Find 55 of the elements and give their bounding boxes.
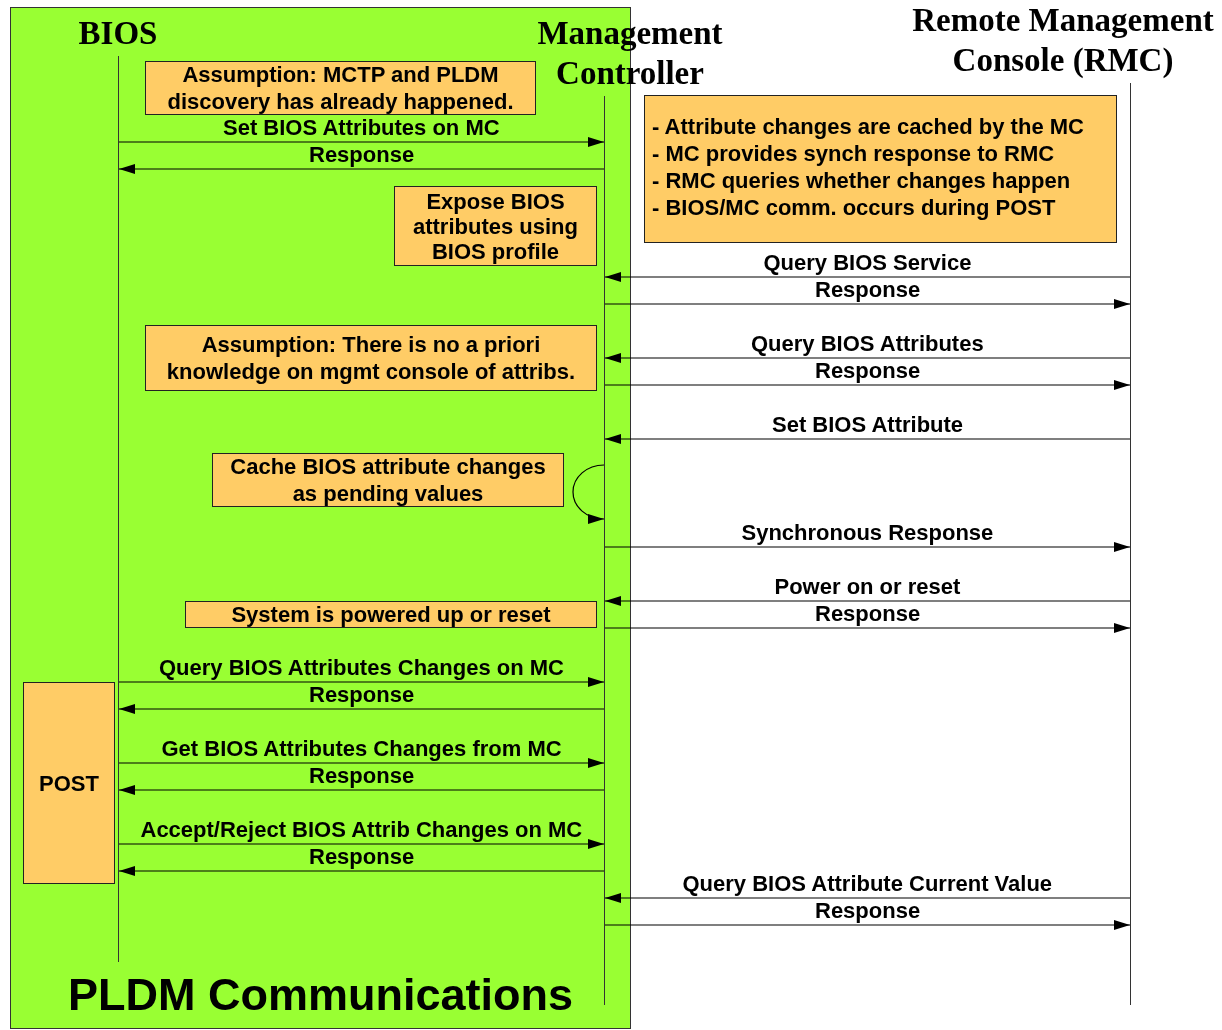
message-arrow: [118, 677, 605, 687]
message-arrow: [604, 380, 1131, 390]
list-item: - RMC queries whether changes happen: [652, 167, 1072, 194]
message-label: Power on or reset: [774, 576, 961, 598]
note-box: Assumption: MCTP and PLDM discovery has already happened.: [145, 61, 536, 115]
message-arrow: [118, 137, 605, 147]
note-box: Assumption: There is no a priori knowledge on mgmt console of attribs.: [145, 325, 597, 391]
message-label: Query BIOS Attribute Current Value: [682, 873, 1053, 895]
message-label: Set BIOS Attributes on MC: [223, 117, 500, 139]
message-arrow: [604, 434, 1131, 444]
participant-heading: Remote Management Console (RMC): [911, 1, 1215, 80]
message-label: Response: [309, 684, 415, 706]
message-label: Set BIOS Attribute: [772, 414, 964, 436]
message-arrow: [604, 272, 1131, 282]
message-label: Query BIOS Service: [763, 252, 972, 274]
list-item: - Attribute changes are cached by the MC: [652, 113, 1085, 140]
lifeline: [1130, 83, 1131, 1005]
note-box: Cache BIOS attribute changes as pending values: [212, 453, 564, 507]
phase-box: POST: [23, 682, 115, 884]
message-arrow: [604, 299, 1131, 309]
message-arrow: [118, 164, 605, 174]
lifeline: [118, 56, 119, 962]
participant-heading: Management Controller: [536, 14, 724, 93]
self-message-arrow: [572, 464, 605, 524]
note-box: Expose BIOS attributes using BIOS profile: [394, 186, 597, 266]
message-label: Response: [815, 360, 921, 382]
message-label: Response: [815, 900, 921, 922]
participant-heading: BIOS: [77, 14, 159, 53]
message-arrow: [604, 920, 1131, 930]
list-item: - BIOS/MC comm. occurs during POST: [652, 194, 1057, 221]
message-arrow: [118, 704, 605, 714]
message-label: Response: [309, 144, 415, 166]
message-label: Query BIOS Attributes Changes on MC: [159, 657, 564, 679]
panel-title: PLDM Communications: [68, 970, 573, 1020]
message-label: Get BIOS Attributes Changes from MC: [161, 738, 562, 760]
note-box: [644, 95, 1117, 243]
message-arrow: [604, 623, 1131, 633]
message-label: Response: [309, 765, 415, 787]
message-arrow: [118, 866, 605, 876]
lifeline: [604, 96, 605, 1005]
message-label: Accept/Reject BIOS Attrib Changes on MC: [140, 819, 583, 841]
message-label: Response: [309, 846, 415, 868]
message-label: Query BIOS Attributes: [751, 333, 984, 355]
message-arrow: [118, 785, 605, 795]
message-arrow: [604, 596, 1131, 606]
message-arrow: [118, 758, 605, 768]
message-label: Response: [815, 603, 921, 625]
list-item: - MC provides synch response to RMC: [652, 140, 1056, 167]
message-arrow: [604, 353, 1131, 363]
message-arrow: [604, 893, 1131, 903]
note-box: System is powered up or reset: [185, 601, 597, 628]
message-arrow: [604, 542, 1131, 552]
message-label: Response: [815, 279, 921, 301]
message-arrow: [118, 839, 605, 849]
message-label: Synchronous Response: [741, 522, 994, 544]
